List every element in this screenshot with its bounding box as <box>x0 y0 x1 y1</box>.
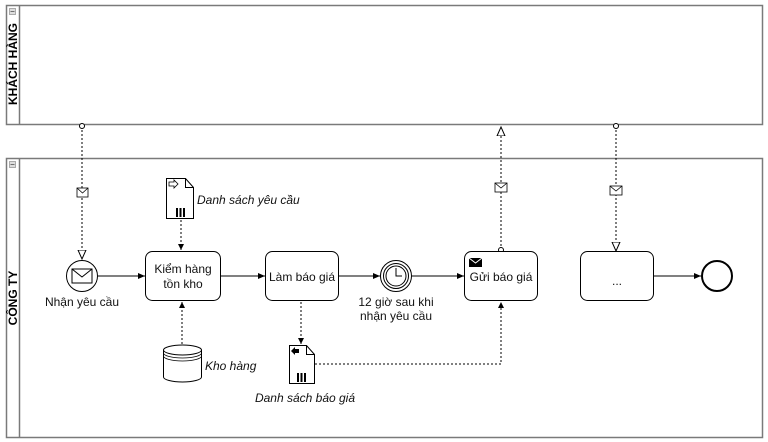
pool-customer-label: KHÁCH HÀNG <box>5 23 20 105</box>
message-flow-quote[interactable] <box>494 127 508 250</box>
pool-company-label: CÔNG TY <box>5 271 20 326</box>
message-flow-request[interactable] <box>76 126 89 259</box>
task-next-label: ... <box>612 274 622 288</box>
envelope-filled-icon <box>468 257 483 267</box>
data-output-quote-list[interactable] <box>289 345 315 384</box>
collection-icon <box>176 208 185 217</box>
task-make-quote[interactable]: Làm báo giá <box>265 251 339 301</box>
task-make-quote-label: Làm báo giá <box>269 270 335 284</box>
pool-customer[interactable]: KHÁCH HÀNG <box>5 4 764 126</box>
message-flow-response[interactable] <box>609 126 623 251</box>
timer-event-label-line2: nhận yêu cầu <box>360 309 432 323</box>
minus-icon[interactable] <box>9 8 16 15</box>
data-output-label: Danh sách báo giá <box>255 391 355 405</box>
data-store-label: Kho hàng <box>205 359 257 373</box>
timer-event-label-line1: 12 giờ sau khi <box>358 295 433 309</box>
data-store-warehouse[interactable] <box>163 344 202 383</box>
envelope-icon <box>76 187 89 198</box>
task-check-stock[interactable]: Kiểm hàng tồn kho <box>145 251 221 301</box>
arrow-left-icon <box>291 347 299 355</box>
task-check-stock-line1: Kiểm hàng <box>154 262 211 276</box>
start-event-label: Nhận yêu cầu <box>45 295 119 309</box>
task-next[interactable]: ... <box>580 251 654 301</box>
task-check-stock-line2: tồn kho <box>163 277 203 291</box>
task-send-quote-label: Gửi báo giá <box>470 270 533 284</box>
data-association[interactable] <box>315 302 504 365</box>
timer-event[interactable] <box>380 260 412 292</box>
end-event[interactable] <box>701 260 733 292</box>
envelope-icon <box>609 185 623 196</box>
collection-icon <box>297 373 306 382</box>
data-input-request-list[interactable] <box>166 178 194 219</box>
envelope-icon <box>71 268 93 284</box>
arrow-right-icon <box>168 179 179 189</box>
envelope-icon <box>494 182 508 193</box>
data-input-label: Danh sách yêu cầu <box>197 193 300 207</box>
minus-icon[interactable] <box>9 161 16 168</box>
clock-icon <box>385 265 407 287</box>
start-event[interactable] <box>66 260 98 292</box>
task-send-quote[interactable]: Gửi báo giá <box>464 251 538 301</box>
